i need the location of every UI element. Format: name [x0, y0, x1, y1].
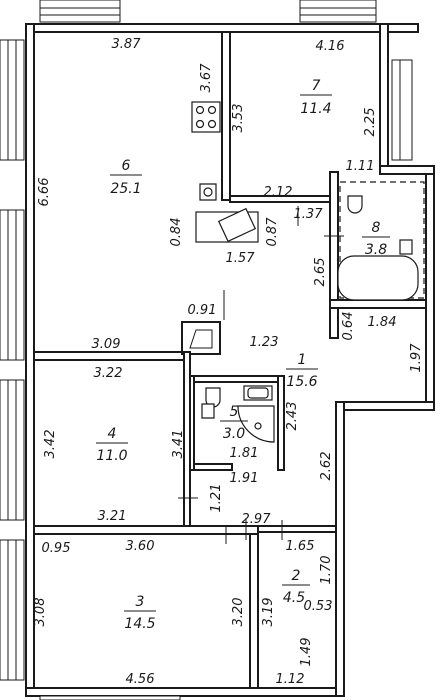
- wall-5-bottom: [193, 463, 233, 471]
- room-labels: 6 25.1 7 11.4 8 3.8 1 15.6 5 3.0 4 11.0 …: [96, 78, 390, 632]
- dim-label: 4.56: [126, 672, 155, 687]
- room-3-number: 3: [136, 594, 145, 610]
- dim-label: 2.12: [264, 185, 293, 200]
- dim-label: 3.87: [112, 37, 142, 52]
- dim-label: 1.84: [368, 315, 397, 330]
- wall-2-top: [257, 525, 337, 533]
- exterior-walls: [25, 23, 435, 697]
- dim-label: 6.66: [37, 178, 52, 207]
- dim-label: 1.11: [346, 159, 375, 174]
- dim-label: 3.19: [261, 598, 276, 627]
- dim-label: 2.25: [363, 108, 378, 137]
- dim-label: 3.53: [231, 104, 246, 133]
- dim-label: 1.65: [286, 539, 315, 554]
- window-room6-lower: [0, 209, 25, 361]
- dim-label: 4.16: [316, 39, 345, 54]
- wall-6-7: [221, 31, 231, 201]
- right-wall-upper: [425, 169, 435, 411]
- window-room6-upper: [0, 39, 25, 161]
- window-bottom-room3: [39, 695, 181, 700]
- dim-label: 2.65: [313, 258, 328, 287]
- dim-label: 3.20: [231, 598, 246, 627]
- dim-label: 3.21: [98, 509, 127, 524]
- dim-label: 3.60: [126, 539, 155, 554]
- room-4-area: 11.0: [96, 448, 127, 464]
- top-wall: [25, 23, 419, 33]
- fixtures: [191, 101, 425, 443]
- window-top-room7: [299, 0, 377, 23]
- wall-4-bottom: [33, 525, 259, 535]
- interior-walls: [33, 31, 427, 689]
- window-room4: [0, 379, 25, 521]
- dim-label: 1.23: [250, 335, 279, 350]
- room-1-number: 1: [298, 352, 307, 368]
- room-8-area: 3.8: [365, 242, 387, 258]
- toilet-8-icon: [347, 195, 363, 214]
- sink-8-icon: [399, 239, 413, 255]
- toilet-4-icon: [201, 403, 215, 419]
- dim-label: 1.49: [299, 638, 314, 667]
- dim-label: 0.64: [341, 312, 356, 341]
- dimension-labels: 3.87 4.16 3.67 3.53 2.25 6.66 1.11 2.12 …: [33, 37, 424, 687]
- dim-label: 2.43: [285, 402, 300, 431]
- wall-8-left: [329, 171, 339, 339]
- dim-label: 1.97: [409, 343, 424, 373]
- dim-label: 3.09: [92, 337, 121, 352]
- dim-label: 1.70: [319, 556, 334, 585]
- wall-5-right: [277, 375, 285, 471]
- dim-label: 1.57: [226, 251, 256, 266]
- window-top-room6: [39, 0, 121, 23]
- stove-icon: [191, 101, 221, 133]
- bathtub-icon: [337, 255, 419, 301]
- dim-label: 1.91: [230, 471, 259, 486]
- dim-label: 2.97: [242, 512, 272, 527]
- wall-5-top: [187, 375, 285, 383]
- room-7-area: 11.4: [300, 101, 331, 117]
- dim-label: 0.84: [169, 218, 184, 247]
- dim-label: 0.53: [304, 599, 333, 614]
- dim-label: 1.37: [294, 207, 324, 222]
- wall-6-bottom: [33, 351, 185, 361]
- dim-label: 1.21: [209, 484, 224, 513]
- wall-8-bottom: [329, 299, 427, 309]
- left-wall: [25, 23, 35, 697]
- niche-block: [181, 321, 221, 355]
- dim-label: 3.22: [94, 366, 123, 381]
- dim-label: 3.41: [171, 430, 186, 459]
- window-right-room7: [391, 59, 413, 161]
- dim-label: 0.95: [42, 541, 71, 556]
- dim-label: 3.42: [43, 430, 58, 459]
- dim-label: 3.08: [33, 598, 48, 627]
- room-8-number: 8: [372, 220, 381, 236]
- dim-label: 0.91: [188, 303, 217, 318]
- room7-corner-wall: [379, 165, 435, 175]
- room-3-area: 14.5: [124, 616, 155, 632]
- room-2-area: 4.5: [283, 590, 305, 606]
- bottom-wall: [25, 687, 345, 697]
- dim-label: 1.81: [230, 446, 259, 461]
- room-5-area: 3.0: [223, 426, 245, 442]
- room7-right-wall: [379, 23, 389, 175]
- room-2-number: 2: [292, 568, 301, 584]
- window-room3: [0, 539, 25, 681]
- room-6-number: 6: [122, 158, 131, 174]
- door-marks: [178, 206, 344, 544]
- room-1-area: 15.6: [286, 374, 317, 390]
- dim-label: 0.87: [265, 217, 280, 247]
- room-5-number: 5: [230, 404, 239, 420]
- right-wall-lower: [335, 401, 345, 697]
- dim-label: 2.62: [319, 452, 334, 481]
- wall-3-right: [249, 533, 259, 689]
- windows: [0, 0, 413, 700]
- room-6-area: 25.1: [110, 181, 141, 197]
- dim-label: 3.67: [199, 63, 214, 93]
- room-4-number: 4: [108, 426, 117, 442]
- right-step-wall: [343, 401, 435, 411]
- dim-label: 1.12: [276, 672, 305, 687]
- room-7-number: 7: [312, 78, 321, 94]
